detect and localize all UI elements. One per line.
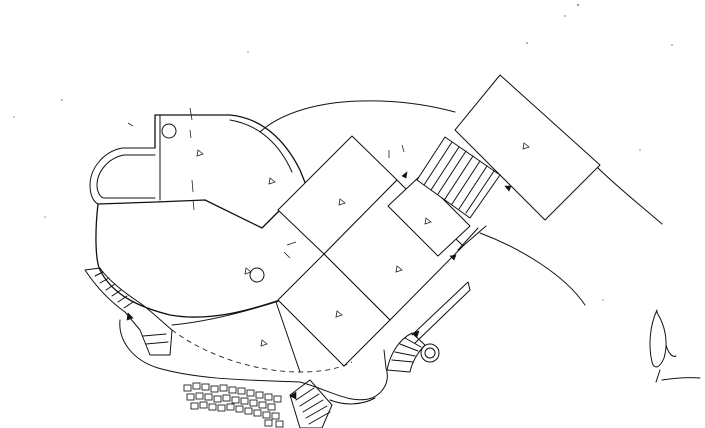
level-markers — [196, 142, 530, 347]
east-terrace-wall — [411, 281, 471, 344]
alcove-outer — [89, 147, 156, 205]
garden-boundary-right — [596, 166, 663, 225]
wedge-wall-left — [275, 301, 301, 373]
handwritten-signature — [649, 309, 701, 383]
garden-boundary-lower-right — [479, 232, 586, 306]
lower-terrace-edge — [171, 299, 283, 326]
main-staircase — [416, 136, 501, 219]
house-block-mid-upper — [387, 175, 471, 257]
section-cut-marks — [127, 107, 405, 259]
dashed-arc — [171, 329, 353, 373]
lower-patio-inner — [329, 397, 376, 405]
alcove-inner — [96, 154, 156, 199]
house-block-middle-left — [277, 253, 391, 367]
stepping-stone-path — [183, 382, 284, 428]
terrace-outline — [95, 114, 309, 318]
column-circle-lower — [249, 267, 265, 283]
right-retaining-wall — [457, 225, 487, 251]
left-curved-stair — [84, 267, 173, 356]
paper-specks — [13, 4, 673, 301]
garden-boundary-upper — [259, 100, 456, 133]
right-curved-stair — [386, 332, 440, 373]
door-swing-marks — [126, 171, 512, 400]
column-circle-upper — [161, 123, 177, 139]
bottom-stair — [289, 379, 333, 428]
terrace-inner-line — [159, 114, 293, 201]
lower-patio-boundary — [119, 319, 388, 401]
